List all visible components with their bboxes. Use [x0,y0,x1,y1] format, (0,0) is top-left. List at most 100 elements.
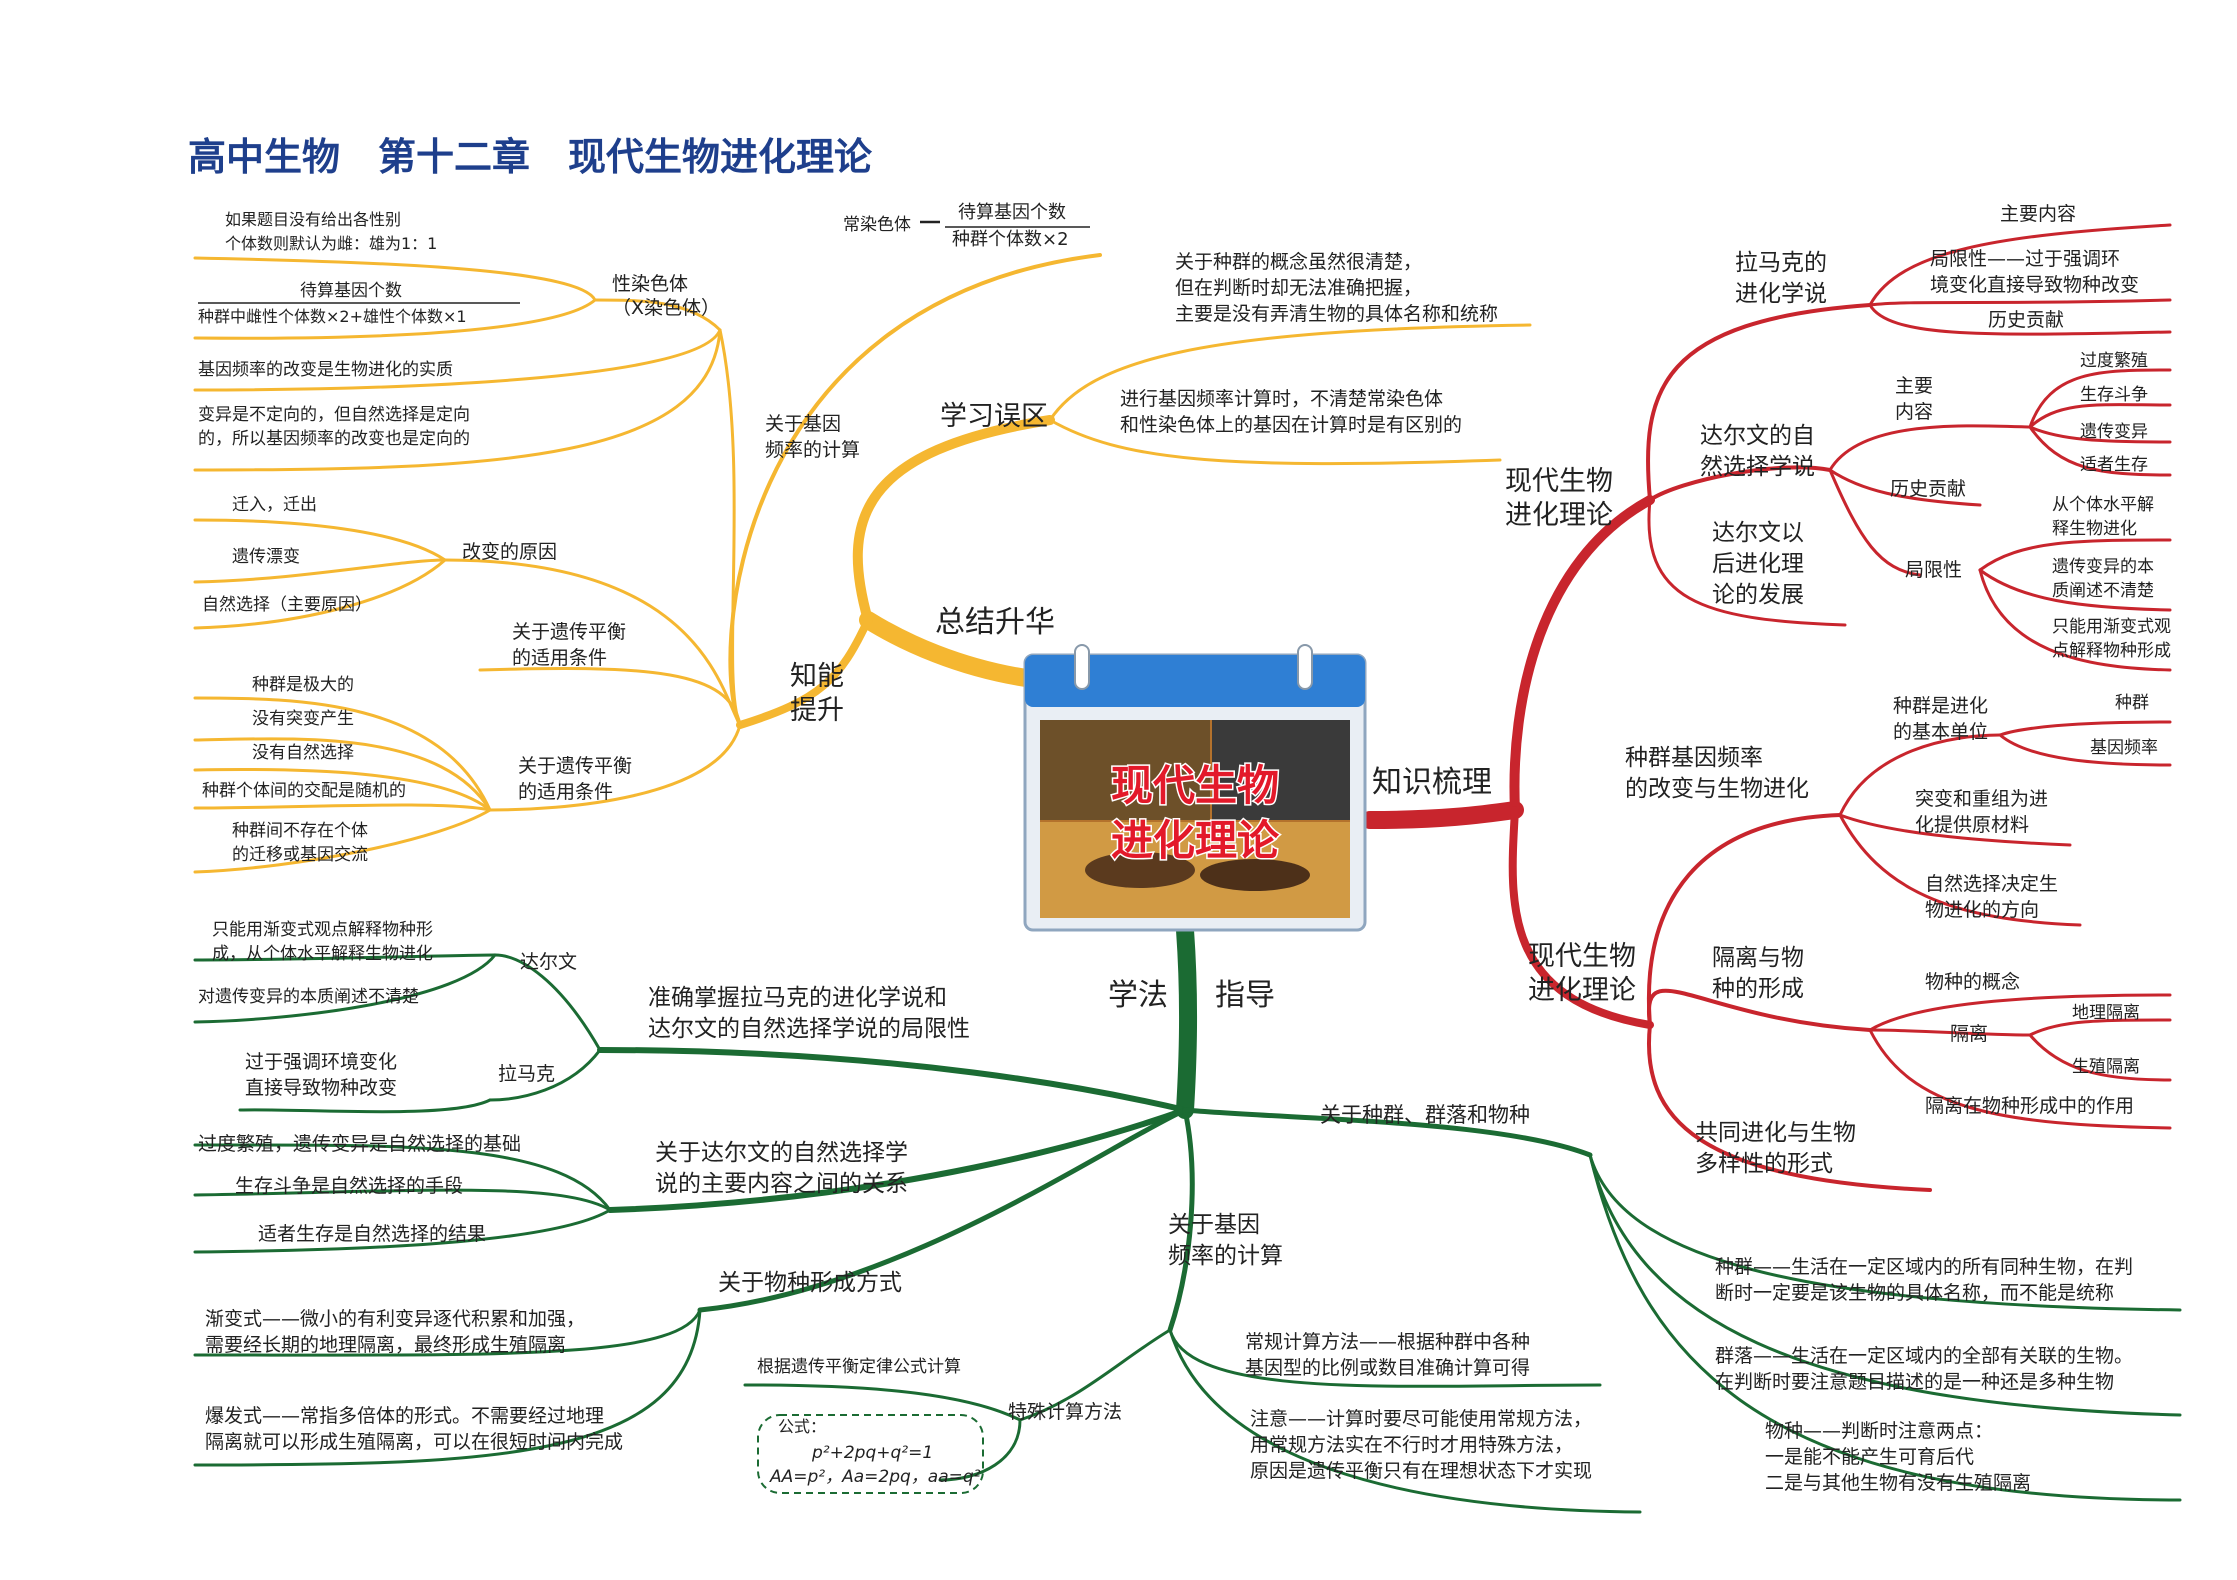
normal-calc-method-line-1: 常规计算方法——根据种群中各种 [1245,1331,1530,1353]
special-calc-label: 特殊计算方法 [1008,1401,1122,1423]
def-species-line-1: 物种——判断时注意两点： [1765,1420,1993,1442]
normal-calc-method-line-2: 基因型的比例或数目准确计算可得 [1245,1357,1530,1379]
relation-result: 适者生存是自然选择的结果 [258,1223,486,1245]
study-guide-label-2: 指导 [1215,978,1275,1013]
darwin-survival: 适者生存 [2080,455,2148,475]
unit-population: 种群 [2115,693,2149,713]
directional-change-line-2: 的，所以基因频率的改变也是定向的 [198,429,470,449]
isolation-role: 隔离在物种形成中的作用 [1925,1095,2134,1117]
speciation-modes-label: 关于物种形成方式 [718,1270,902,1296]
change-reasons-label: 改变的原因 [462,541,557,563]
isolation-speciation-label-line-1: 隔离与物 [1712,945,1804,971]
relation-means: 生存斗争是自然选择的手段 [235,1175,463,1197]
lamarck-history: 历史贡献 [1988,309,2064,331]
sudden-speciation-line-1: 爆发式——常指多倍体的形式。不需要经过地理 [205,1405,604,1427]
modern-theory-label-1-line-1: 现代生物 [1505,466,1613,497]
post-darwin-theory-line-2: 后进化理 [1712,551,1804,577]
knowledge-ability-label-line-1: 知能 [790,661,844,692]
green-darwin-limit-1-line-1: 只能用渐变式观点解释物种形 [212,920,433,940]
gene-frequency-calc-label-line-1: 关于基因 [765,413,841,435]
darwin-main-content-label-line-1: 主要 [1895,375,1933,397]
gene-frequency-calc-label-line-2: 频率的计算 [765,439,860,461]
darwin-main-content-label-line-2: 内容 [1895,401,1933,423]
autosomal-numerator: 待算基因个数 [958,202,1066,223]
limitations-branch-label-line-1: 准确掌握拉马克的进化学说和 [648,985,947,1011]
calc-note-line-3: 原因是遗传平衡只有在理想状态下才实现 [1250,1460,1592,1482]
hw-conditions-label-2-line-1: 关于遗传平衡 [518,755,632,777]
darwin-limitations-label: 局限性 [1905,559,1962,581]
misconception-1-line-3: 主要是没有弄清生物的具体名称和统称 [1175,303,1498,325]
green-darwin-limit-1-line-2: 成，从个体水平解释生物进化 [212,944,433,964]
sex-numerator: 待算基因个数 [300,281,402,301]
coevolution-label-line-2: 多样性的形式 [1695,1151,1833,1177]
def-population-line-1: 种群——生活在一定区域内的所有同种生物，在判 [1715,1256,2133,1278]
population-community-species-label: 关于种群、群落和物种 [1320,1103,1530,1127]
darwin-limit-3-line-1: 只能用渐变式观 [2052,617,2171,637]
autosomal-denominator: 种群个体数×2 [952,229,1069,250]
summary-branch-label: 总结升华 [935,605,1055,640]
formula-line-1: p²+2pq+q²=1 [811,1443,933,1463]
darwin-relations-label-line-1: 关于达尔文的自然选择学 [655,1140,908,1166]
sex-default-note-line-1: 如果题目没有给出各性别 [225,210,401,229]
misconception-2-line-2: 和性染色体上的基因在计算时是有区别的 [1120,414,1462,436]
population-frequency-label-line-2: 的改变与生物进化 [1625,776,1809,802]
sex-denominator: 种群中雌性个体数×2+雄性个体数×1 [198,307,467,326]
def-population-line-2: 断时一定要是该生物的具体名称，而不能是统称 [1715,1282,2114,1304]
population-unit-label-line-2: 的基本单位 [1893,721,1988,743]
misconception-2-line-1: 进行基因频率计算时，不清楚常染色体 [1120,388,1443,410]
misconception-1-line-2: 但在判断时却无法准确把握， [1175,277,1422,299]
def-species-line-2: 一是能不能产生可育后代 [1765,1446,1974,1468]
green-lamarck-label: 拉马克 [498,1063,555,1085]
darwin-relations-label-line-2: 说的主要内容之间的关系 [655,1171,908,1197]
hw-condition-2: 没有突变产生 [252,709,354,729]
post-darwin-theory-line-1: 达尔文以 [1712,520,1804,546]
misconceptions-label: 学习误区 [940,401,1048,432]
hw-condition-5-line-2: 的迁移或基因交流 [232,845,368,865]
misconception-1-line-1: 关于种群的概念虽然很清楚， [1175,250,1422,273]
lamarck-main-content: 主要内容 [2000,203,2076,225]
limitations-branch-label-line-2: 达尔文的自然选择学说的局限性 [648,1016,970,1042]
center-calendar: 现代生物 进化理论 [1025,645,1365,930]
study-guide-label-1: 学法 [1108,978,1168,1013]
lamarck-limitation-line-2: 境变化直接导致物种改变 [1930,274,2139,296]
lamarck-theory-label-line-2: 进化学说 [1735,281,1827,307]
red-branch-lines [1370,225,2170,1190]
hw-conditions-label-1-line-2: 的适用条件 [512,647,607,669]
darwin-limit-2-line-2: 质阐述不清楚 [2052,581,2154,601]
center-title-line2: 进化理论 [1111,816,1280,865]
post-darwin-theory-line-3: 论的发展 [1712,582,1804,608]
hw-condition-1: 种群是极大的 [252,675,354,695]
green-darwin-label: 达尔文 [520,951,577,973]
reason-selection: 自然选择（主要原因） [202,595,372,615]
mutation-recombination-line-2: 化提供原材料 [1915,814,2029,836]
green-frequency-calc-label-line-2: 频率的计算 [1168,1243,1283,1269]
population-unit-label-line-1: 种群是进化 [1893,695,1988,717]
calc-note-line-1: 注意——计算时要尽可能使用常规方法， [1250,1408,1592,1430]
def-species-line-3: 二是与其他生物有没有生殖隔离 [1765,1472,2031,1494]
species-concept: 物种的概念 [1925,970,2020,993]
coevolution-label-line-1: 共同进化与生物 [1695,1120,1856,1146]
darwin-limit-1-line-1: 从个体水平解 [2052,495,2154,515]
sex-chromosome-label-line-1: 性染色体 [612,273,688,295]
darwin-theory-label-line-1: 达尔文的自 [1700,423,1815,449]
page-title: 高中生物 第十二章 现代生物进化理论 [188,135,873,179]
isolation-label: 隔离 [1950,1023,1988,1045]
sex-chromosome-label-line-2: （X染色体） [612,297,720,319]
def-community-line-1: 群落——生活在一定区域内的全部有关联的生物。 [1715,1345,2133,1367]
reason-migration: 迁入，迁出 [232,495,317,515]
directional-change-line-1: 变异是不定向的，但自然选择是定向 [198,405,470,425]
population-frequency-label-line-1: 种群基因频率 [1625,745,1763,771]
reason-drift: 遗传漂变 [232,547,300,567]
selection-direction-line-2: 物进化的方向 [1925,899,2039,921]
darwin-limit-1-line-2: 释生物进化 [2052,519,2137,539]
green-frequency-calc-label-line-1: 关于基因 [1168,1212,1260,1238]
darwin-limit-3-line-2: 点解释物种形成 [2052,641,2171,661]
darwin-limit-2-line-1: 遗传变异的本 [2052,557,2154,577]
mutation-recombination-line-1: 突变和重组为进 [1915,788,2048,810]
modern-theory-label-2-line-1: 现代生物 [1528,941,1636,972]
lamarck-limitation-line-1: 局限性——过于强调环 [1930,248,2120,270]
gradual-speciation-line-2: 需要经长期的地理隔离，最终形成生殖隔离 [205,1334,566,1356]
center-title-line1: 现代生物 [1111,761,1279,810]
hw-condition-5-line-1: 种群间不存在个体 [232,821,368,841]
darwin-struggle: 生存斗争 [2080,385,2148,405]
